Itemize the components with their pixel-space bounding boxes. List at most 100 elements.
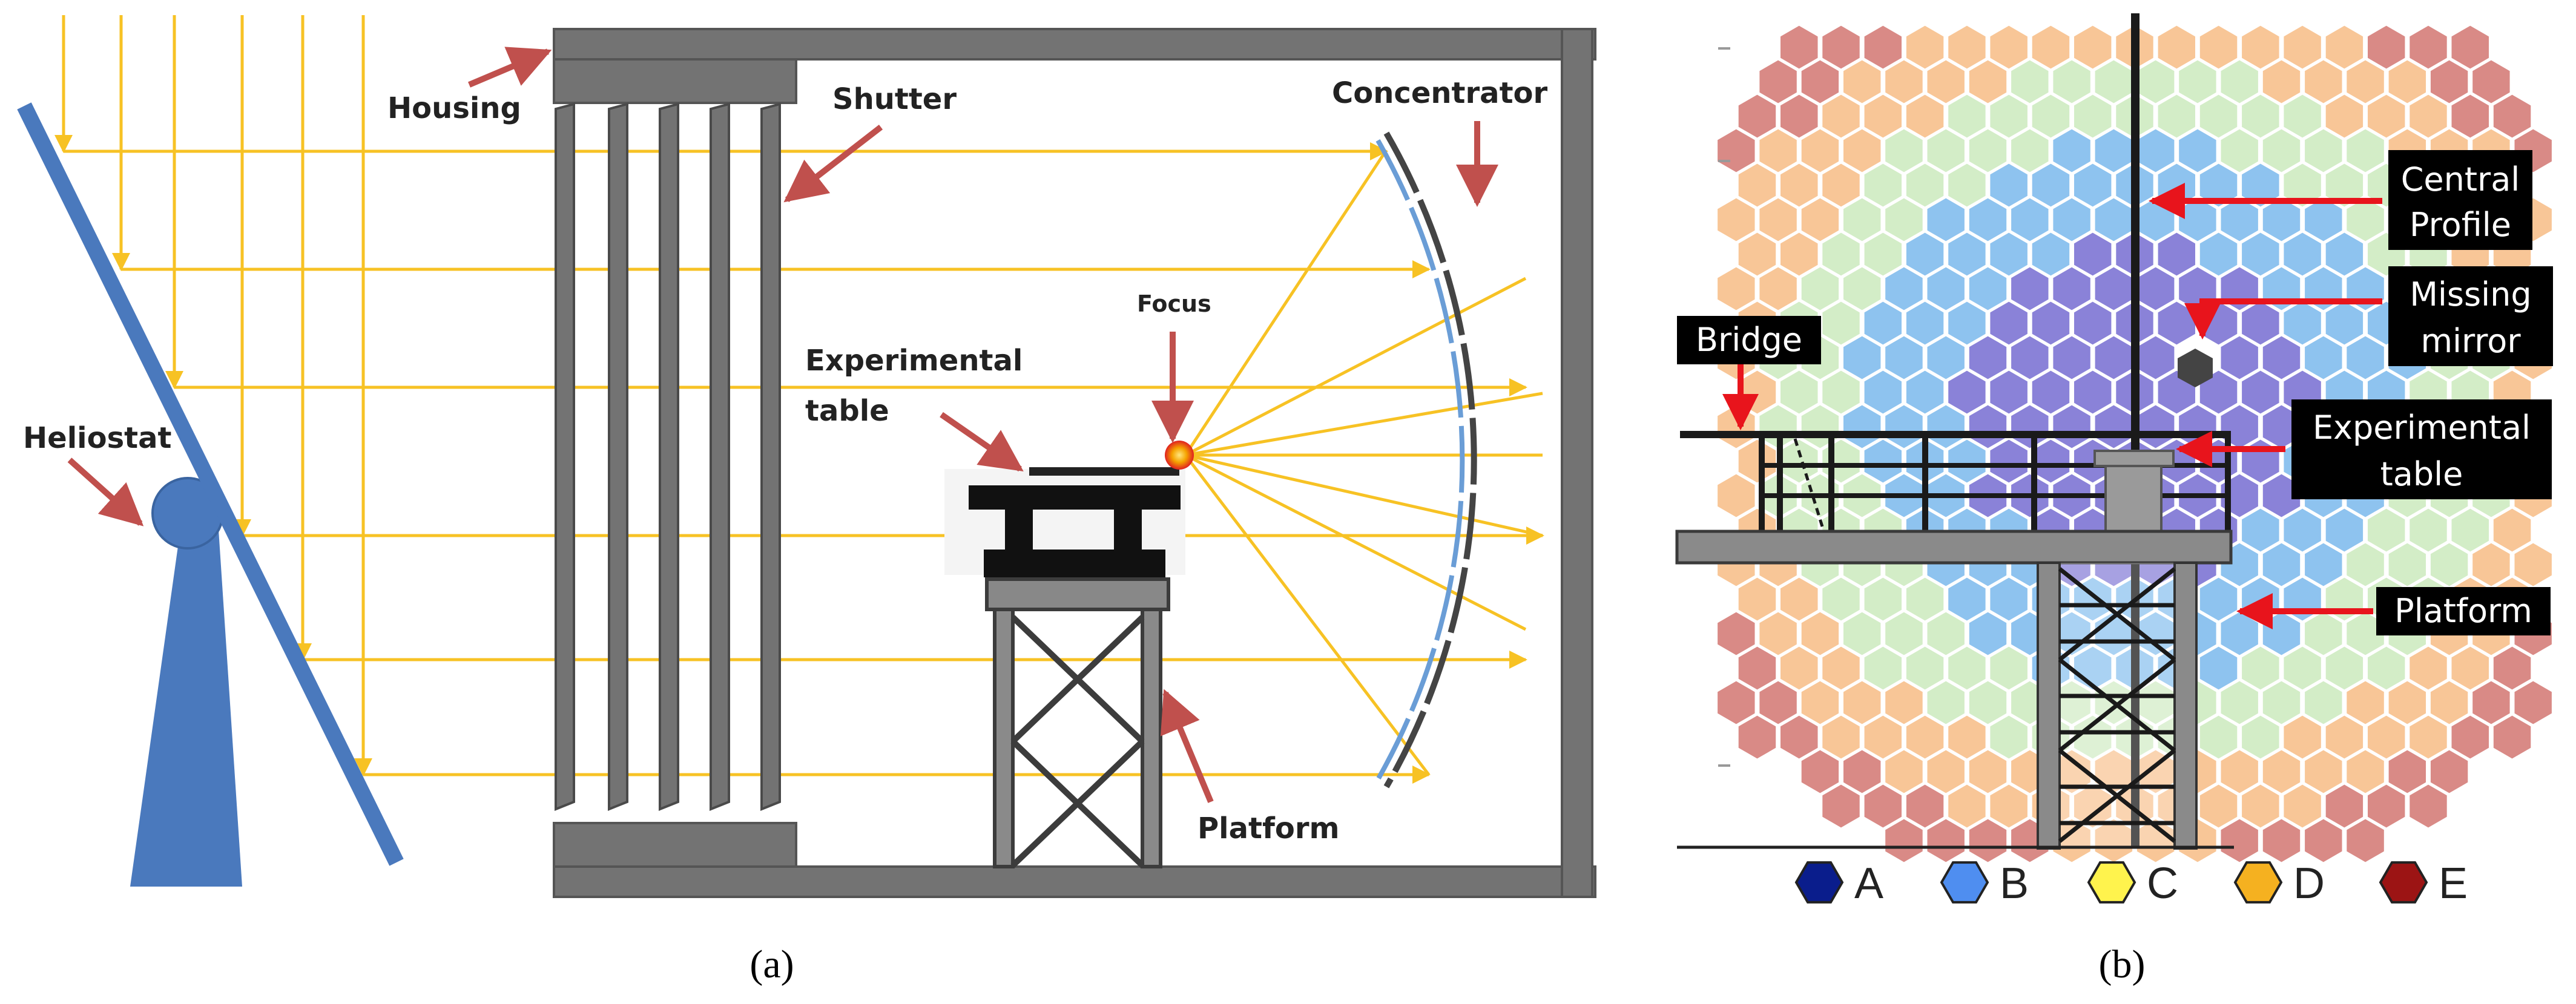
mirror-hexagon-B: [1904, 231, 1946, 278]
mirror-hexagon-D: [1757, 127, 1799, 174]
mirror-hexagon-C: [1842, 610, 1883, 657]
shutter-arrow: [783, 125, 883, 203]
concentrator-outer-arc: [1383, 131, 1477, 789]
mirror-hexagon-C: [2198, 714, 2239, 761]
mirror-hexagon-D: [1736, 162, 1778, 209]
heliostat-pedestal: [130, 520, 242, 887]
experimental-table-box: [2291, 399, 2552, 499]
mirror-hexagon-D: [1842, 127, 1883, 174]
mirror-hexagon-E: [2512, 679, 2554, 726]
mirror-hexagon-B: [1967, 196, 2009, 243]
heliostat-arrow: [67, 458, 144, 527]
mirror-hexagon-C: [2072, 714, 2113, 761]
mirror-hexagon-E: [2219, 817, 2260, 864]
mirror-hexagon-B: [2303, 334, 2344, 381]
mirror-hexagon-D: [1967, 58, 2009, 105]
mirror-hexagon-C: [2387, 541, 2428, 588]
mirror-hexagon-B: [2282, 231, 2323, 278]
legend-label-D: D: [2293, 859, 2325, 908]
housing-arrow: [468, 47, 552, 88]
converging-ray: [1184, 454, 1430, 776]
table-top: [969, 485, 1181, 510]
mirror-hexagon-D: [2366, 93, 2407, 140]
mirror-hexagon-D: [1736, 231, 1778, 278]
mirror-hexagon-D: [2324, 93, 2365, 140]
mirror-hexagon-C: [2261, 127, 2302, 174]
mirror-hexagon-E: [2491, 93, 2533, 140]
mirror-hexagon-D: [2282, 24, 2323, 71]
mirror-hexagon-B: [2177, 127, 2218, 174]
mirror-hexagon-C: [1988, 645, 2029, 692]
table-cap: [2093, 450, 2175, 467]
mirror-hexagon-C: [2072, 93, 2113, 140]
mirror-hexagon-C: [1842, 196, 1883, 243]
mirror-hexagon-E: [1779, 24, 1820, 71]
mirror-hexagon-D: [1946, 24, 1988, 71]
mirror-hexagon-C: [2219, 127, 2260, 174]
mirror-hexagon-D: [2345, 58, 2386, 105]
mirror-hexagon-E: [2491, 714, 2533, 761]
mirror-hexagon-E: [1904, 783, 1946, 830]
mirror-hexagon-D: [1904, 24, 1946, 71]
mirror-hexagon-B: [2177, 196, 2218, 243]
mirror-hexagon-B: [2051, 127, 2092, 174]
missing-mirror: [2178, 349, 2213, 387]
sun-rays: [54, 15, 1544, 784]
mirror-hexagon-C: [1967, 679, 2009, 726]
mirror-hexagon-D: [1779, 231, 1820, 278]
mirror-hexagon-D: [2491, 507, 2533, 554]
central-profile-line1: Central: [2401, 160, 2520, 199]
mirror-hexagon-A: [2219, 334, 2260, 381]
mirror-hexagon-C: [2449, 507, 2491, 554]
mirror-hexagon-C: [1820, 231, 1862, 278]
mirror-hexagon-C: [2303, 127, 2344, 174]
bridge-post: [1759, 431, 1765, 531]
mirror-hexagon-E: [1736, 93, 1778, 140]
mirror-hexagon-C: [1862, 645, 1903, 692]
tower-left-post: [2037, 562, 2061, 850]
mirror-hexagon-A: [2030, 300, 2072, 347]
mirror-hexagon-B: [2282, 507, 2323, 554]
mirror-hexagon-B: [2198, 645, 2239, 692]
experimental-table-b-line1: Experimental: [2313, 408, 2531, 447]
mirror-hexagon-D: [2051, 817, 2092, 864]
mirror-hexagon-D: [2072, 24, 2113, 71]
mirror-hexagon-B: [2345, 334, 2386, 381]
mirror-hexagon-C: [2282, 162, 2323, 209]
mirror-hexagon-C: [2219, 679, 2260, 726]
mirror-hexagon-D: [2408, 645, 2449, 692]
axis-ticks: [1718, 47, 1730, 767]
central-profile-beam: [2131, 13, 2140, 847]
mirror-hexagon-D: [1799, 127, 1841, 174]
mirror-hexagon-E: [1967, 817, 2009, 864]
mirror-hexagon-C: [2009, 58, 2051, 105]
experimental-table: [944, 467, 1185, 577]
central-profile-box: [2388, 150, 2532, 250]
mirror-hexagon-C: [1842, 265, 1883, 312]
mirror-hexagon-A: [2072, 231, 2113, 278]
mirror-hexagon-D: [1925, 748, 1966, 795]
mirror-hexagon-D: [2345, 748, 2386, 795]
mirror-hexagon-D: [1799, 196, 1841, 243]
mirror-hexagon-B: [1883, 334, 1925, 381]
platform: [985, 577, 1170, 868]
platform-deck-b: [1675, 530, 2233, 565]
experimental-table-arrow: [940, 412, 1024, 472]
mirror-hexagon-B: [2324, 507, 2365, 554]
experimental-table-b: [2093, 450, 2175, 533]
mirror-hexagon-E: [2366, 783, 2407, 830]
mirror-hexagon-A: [2198, 369, 2239, 416]
mirror-hexagon-A: [2261, 472, 2302, 519]
mirror-hexagon-B: [1862, 438, 1903, 485]
mirror-hexagon-A: [1988, 369, 2029, 416]
mirror-hexagon-C: [2009, 127, 2051, 174]
callout-arrows: [1722, 183, 2382, 629]
mirror-hexagon-B: [1925, 334, 1966, 381]
mirror-hexagon-A: [1946, 369, 1988, 416]
mirror-hexagon-B: [1925, 196, 1966, 243]
mirror-hexagon-B: [1946, 300, 1988, 347]
platform-arrow: [1160, 689, 1214, 803]
mirror-hexagon-E: [1842, 748, 1883, 795]
mirror-hexagon-D: [1842, 58, 1883, 105]
mirror-hexagon-C: [2366, 507, 2407, 554]
